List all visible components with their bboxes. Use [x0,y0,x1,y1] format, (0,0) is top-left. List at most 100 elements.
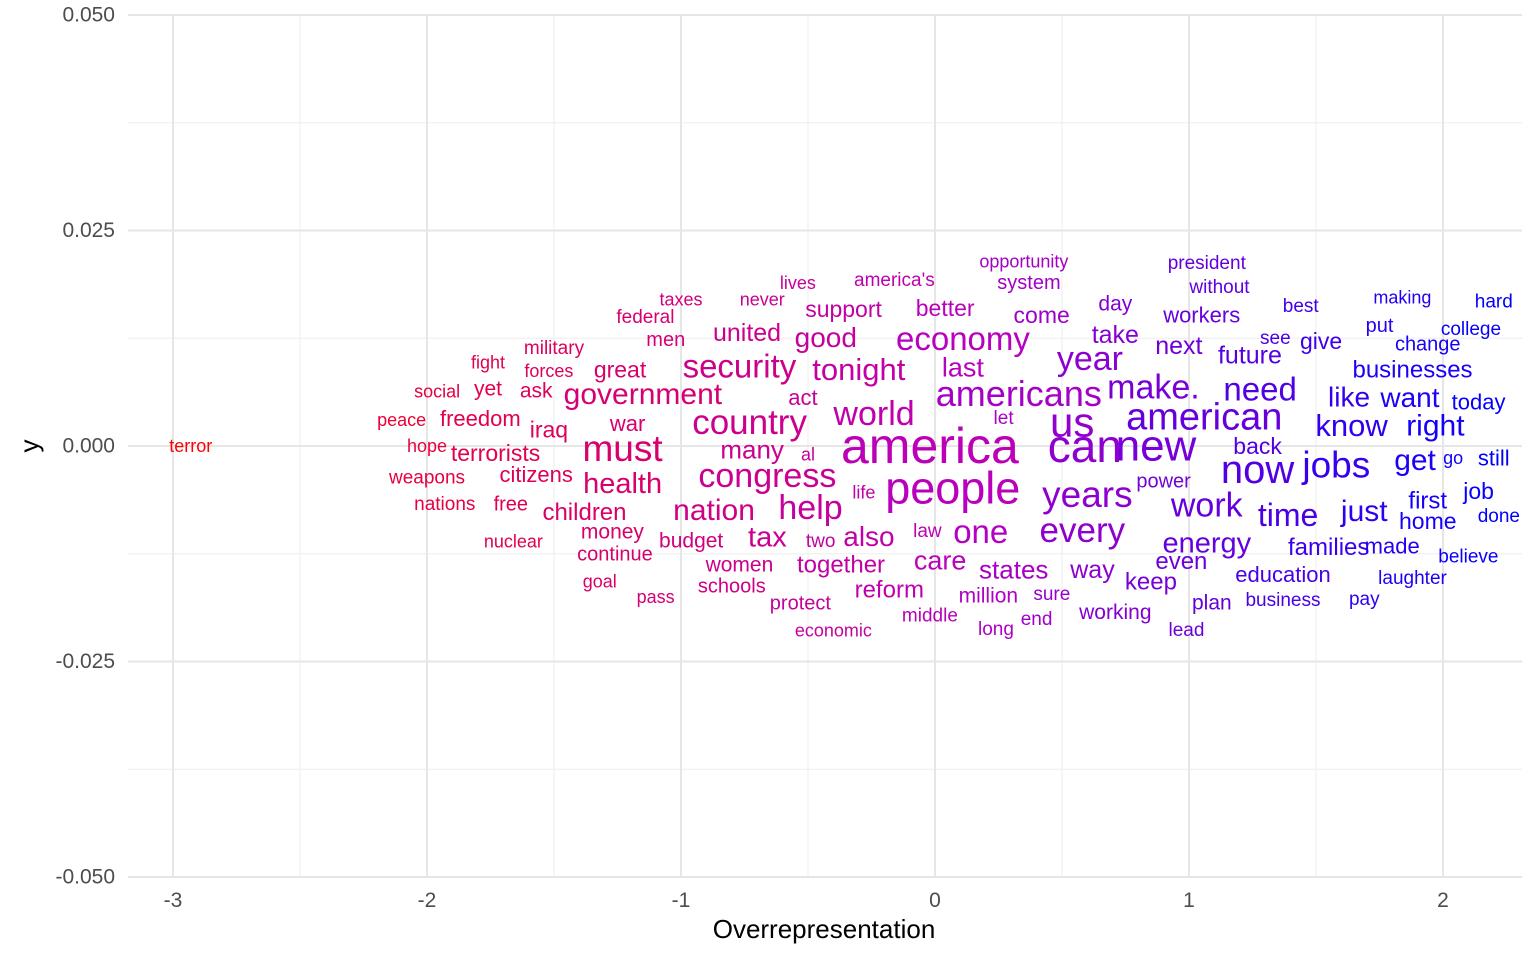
word-label: terror [169,436,212,456]
word-label: tax [748,521,787,553]
word-label: pay [1349,589,1380,610]
word-label: economic [795,620,872,640]
word-label: see [1260,328,1291,349]
word-label: al [801,445,815,465]
word-label: years [1042,474,1132,515]
word-label: care [914,546,967,576]
x-tick-label: 0 [929,889,941,912]
word-label: better [916,295,975,321]
word-label: nuclear [484,532,543,552]
word-label: workers [1162,302,1240,327]
word-label: system [997,272,1060,294]
word-label: law [913,521,942,542]
y-tick-labels: 0.050 0.025 0.000 -0.025 -0.050 [55,4,115,889]
word-label: time [1258,497,1318,533]
word-label: continue [577,544,653,566]
word-label: americans [936,373,1102,414]
word-label: education [1235,562,1330,587]
word-label: free [494,494,528,516]
word-label: college [1441,319,1501,340]
word-label: must [582,428,663,469]
x-tick-label: -3 [164,889,183,912]
word-label: freedom [440,406,521,431]
word-label: end [1021,609,1053,630]
word-label: economy [896,320,1030,357]
word-label: job [1462,478,1494,504]
word-label: nations [414,494,475,515]
y-tick-label: 0.050 [62,4,115,27]
word-label: iraq [530,417,568,443]
word-label: hope [407,436,447,456]
word-label: government [564,378,723,411]
word-label: laughter [1378,568,1447,589]
word-label: life [852,483,875,503]
y-tick-label: -0.050 [55,866,115,889]
word-label: working [1078,601,1151,624]
word-label: social [414,382,460,402]
word-label: help [778,489,842,527]
word-label: president [1168,253,1247,274]
y-tick-label: -0.025 [55,650,115,673]
word-label: men [646,329,685,351]
word-label: made [1365,533,1420,558]
word-label: making [1373,288,1431,308]
word-label: money [581,521,645,544]
x-axis-title: Overrepresentation [713,914,936,944]
y-axis-title: y [14,440,44,453]
word-label: keep [1125,569,1177,596]
word-label: taxes [659,289,702,309]
x-tick-labels: -3 -2 -1 0 1 2 [164,889,1449,912]
word-label: new [1116,422,1197,471]
word-labels: terrorpeacesocialhopeweaponsnationsnucle… [169,252,1520,641]
word-label: next [1155,332,1202,360]
major-gridlines [128,14,1522,878]
word-label: still [1478,446,1510,471]
word-label: hard [1475,292,1513,313]
word-label: power [1136,470,1191,492]
word-label: pass [637,587,675,607]
x-tick-label: -2 [418,889,437,912]
word-label: act [788,385,817,410]
word-label: states [979,554,1048,584]
word-label: businesses [1352,357,1472,384]
word-label: world [832,395,914,433]
word-label: opportunity [979,252,1068,272]
word-label: energy [1162,527,1251,559]
y-tick-label: 0.000 [62,435,115,458]
word-label: military [524,338,585,359]
word-label: today [1452,390,1506,415]
word-label: forces [524,361,573,381]
word-label: yet [474,378,502,401]
word-label: future [1218,341,1282,369]
word-label: budget [659,529,723,552]
word-label: together [797,551,885,578]
word-label: let [994,408,1015,429]
word-label: lives [780,273,816,293]
x-tick-label: 1 [1183,889,1195,912]
word-label: children [542,499,626,526]
word-label: lead [1168,620,1204,641]
word-label: every [1040,511,1126,550]
word-label: just [1340,495,1388,528]
x-tick-label: 2 [1437,889,1449,912]
y-tick-label: 0.025 [62,219,115,242]
word-label: like [1328,381,1370,412]
word-label: peace [377,410,426,430]
word-label: now [1221,448,1294,492]
word-label: one [953,513,1008,550]
word-label: people [885,463,1020,514]
word-label: protect [770,593,832,615]
word-label: nation [673,494,755,527]
word-label: fight [471,352,505,372]
word-label: reform [855,576,924,603]
word-label: done [1478,506,1520,527]
x-tick-label: -1 [672,889,691,912]
word-label: even [1155,548,1207,575]
word-label: first [1408,488,1447,515]
word-label: two [806,531,836,552]
word-label: way [1069,556,1115,584]
word-label: congress [698,457,836,495]
word-label: can [1048,420,1122,472]
word-label: america [841,418,1019,474]
